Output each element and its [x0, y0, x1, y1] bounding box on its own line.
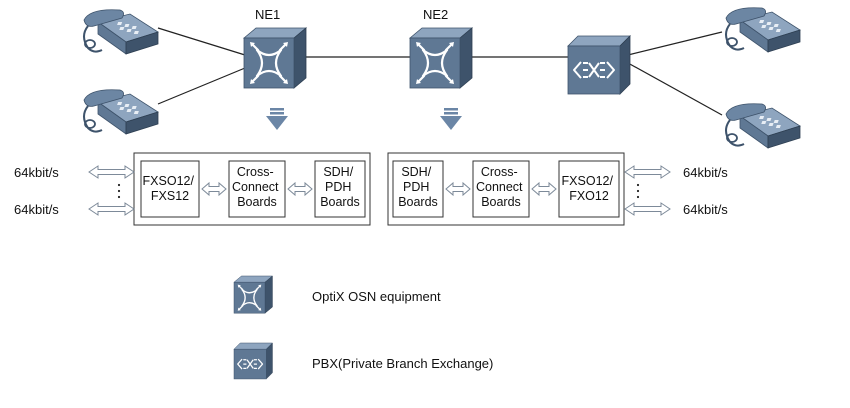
link-phone1-ne1 [157, 27, 246, 56]
telephone-icon [83, 88, 159, 135]
legend-pbx-label: PBX(Private Branch Exchange) [312, 356, 493, 371]
ne2-sdh-pdh-board [392, 160, 444, 218]
ne2-cross-connect-board [472, 160, 530, 218]
ne1-sdh-pdh-label: SDH/ PDH Boards [320, 165, 360, 209]
telephone-icon [725, 6, 801, 53]
legend: OptiX OSN equipment PBX(Private Branch E… [233, 275, 493, 380]
ne1-fxso-label: FXSO12/ FXS12 [143, 174, 198, 203]
link-pbx-phone4 [627, 62, 723, 116]
rate-label-right-top: 64kbit/s [683, 165, 728, 180]
link-pbx-phone3 [627, 31, 723, 56]
optix-osn-equipment-icon [408, 26, 474, 90]
double-arrow-icon [624, 165, 671, 179]
rate-label-left-top: 64kbit/s [14, 165, 59, 180]
ne1-fxso-board [140, 160, 200, 218]
network-links [157, 27, 723, 116]
ne1-label: NE1 [255, 7, 280, 22]
rate-label-right-bottom: 64kbit/s [683, 202, 728, 217]
ellipsis-dots [117, 183, 121, 199]
ne2-cross-connect-label: Cross- Connect Boards [476, 165, 526, 209]
ellipsis-dots [636, 183, 640, 199]
ne2-label: NE2 [423, 7, 448, 22]
rate-label-left-bottom: 64kbit/s [14, 202, 59, 217]
ne2-board-panel: SDH/ PDH Boards Cross- Connect Boards FX… [387, 152, 625, 226]
ne2-fxso-board [558, 160, 620, 218]
link-phone2-ne1 [157, 67, 246, 105]
optix-osn-equipment-icon [233, 275, 274, 314]
ne2-sdh-pdh-label: SDH/ PDH Boards [398, 165, 438, 209]
telephone-icon [83, 8, 159, 55]
ne2-fxso-label: FXSO12/ FXO12 [562, 174, 617, 203]
optix-osn-equipment-icon [242, 26, 308, 90]
down-arrow-icon [440, 108, 462, 130]
ne1-cross-connect-board [228, 160, 286, 218]
telephone-icon [725, 102, 801, 149]
ne1-cross-connect-label: Cross- Connect Boards [232, 165, 282, 209]
double-arrow-icon [88, 202, 135, 216]
ne1-board-panel: FXSO12/ FXS12 Cross- Connect Boards SDH/… [133, 152, 371, 226]
double-arrow-icon [88, 165, 135, 179]
ne1-sdh-pdh-board [314, 160, 366, 218]
legend-osn-label: OptiX OSN equipment [312, 289, 441, 304]
pbx-icon [567, 35, 631, 95]
pbx-icon [233, 342, 274, 380]
double-arrow-icon [624, 202, 671, 216]
down-arrow-icon [266, 108, 288, 130]
